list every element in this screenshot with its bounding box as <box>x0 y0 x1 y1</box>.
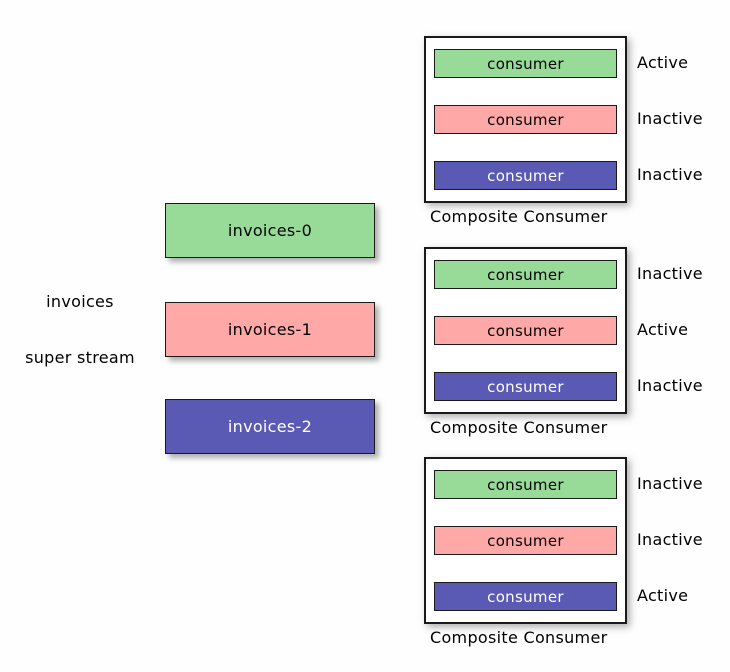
consumer-status-label: Inactive <box>637 376 703 395</box>
partition-invoices-1: invoices-1 <box>165 302 375 357</box>
composite-consumer-caption: Composite Consumer <box>430 207 608 226</box>
consumer-status-label: Active <box>637 53 689 72</box>
consumer-status-label: Inactive <box>637 109 703 128</box>
consumer-status-label: Active <box>637 586 689 605</box>
partition-invoices-0: invoices-0 <box>165 203 375 258</box>
consumer-status-label: Inactive <box>637 165 703 184</box>
consumer-box: consumer <box>434 470 617 499</box>
consumer-box: consumer <box>434 526 617 555</box>
consumer-box: consumer <box>434 260 617 289</box>
consumer-status-label: Inactive <box>637 264 703 283</box>
consumer-status-label: Inactive <box>637 474 703 493</box>
consumer-box: consumer <box>434 49 617 78</box>
composite-consumer-3: consumer consumer consumer Inactive Inac… <box>424 457 730 653</box>
stream-type-label: super stream <box>25 348 135 367</box>
consumer-box: consumer <box>434 582 617 611</box>
consumer-box: consumer <box>434 372 617 401</box>
composite-consumer-2: consumer consumer consumer Inactive Acti… <box>424 247 730 443</box>
partition-invoices-2: invoices-2 <box>165 399 375 454</box>
consumer-status-label: Inactive <box>637 530 703 549</box>
consumer-box: consumer <box>434 105 617 134</box>
composite-consumer-1: consumer consumer consumer Active Inacti… <box>424 36 730 232</box>
composite-consumer-caption: Composite Consumer <box>430 418 608 437</box>
consumer-box: consumer <box>434 316 617 345</box>
consumer-box: consumer <box>434 161 617 190</box>
consumer-status-label: Active <box>637 320 689 339</box>
stream-name-label: invoices <box>46 292 114 311</box>
composite-consumer-caption: Composite Consumer <box>430 628 608 647</box>
